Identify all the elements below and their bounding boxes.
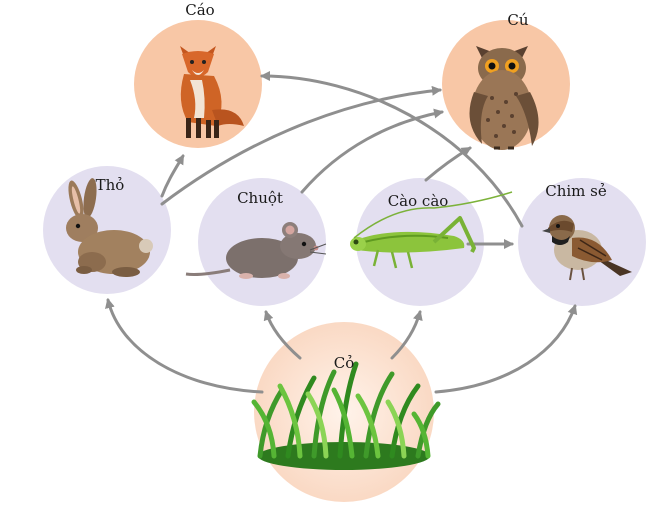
rabbit-icon (66, 178, 153, 277)
label-sparrow: Chim sẻ (545, 182, 607, 200)
grass-icon (251, 361, 441, 470)
label-grasshopper: Cào cào (388, 192, 449, 210)
edge-rabbit-owl (160, 85, 442, 206)
edge-mouse-owl (300, 108, 444, 194)
edge-grasshopper-owl (424, 146, 472, 182)
edge-grass-rabbit (105, 298, 264, 394)
label-owl: Cú (507, 11, 528, 29)
edge-rabbit-fox (160, 154, 185, 198)
label-grass: Cỏ (334, 354, 355, 372)
edges (105, 71, 578, 394)
mouse-icon (185, 222, 327, 279)
edge-sparrow-fox (260, 71, 524, 228)
label-rabbit: Thỏ (96, 176, 125, 194)
edge-grass-sparrow (434, 304, 578, 394)
grasshopper-icon (350, 191, 513, 269)
fox-icon (180, 46, 244, 138)
sparrow-icon (542, 215, 632, 281)
label-fox: Cáo (185, 1, 214, 19)
label-mouse: Chuột (237, 189, 283, 207)
edge-grass-mouse (263, 310, 302, 360)
owl-icon (469, 46, 539, 150)
edge-grass-grasshopper (390, 310, 423, 360)
